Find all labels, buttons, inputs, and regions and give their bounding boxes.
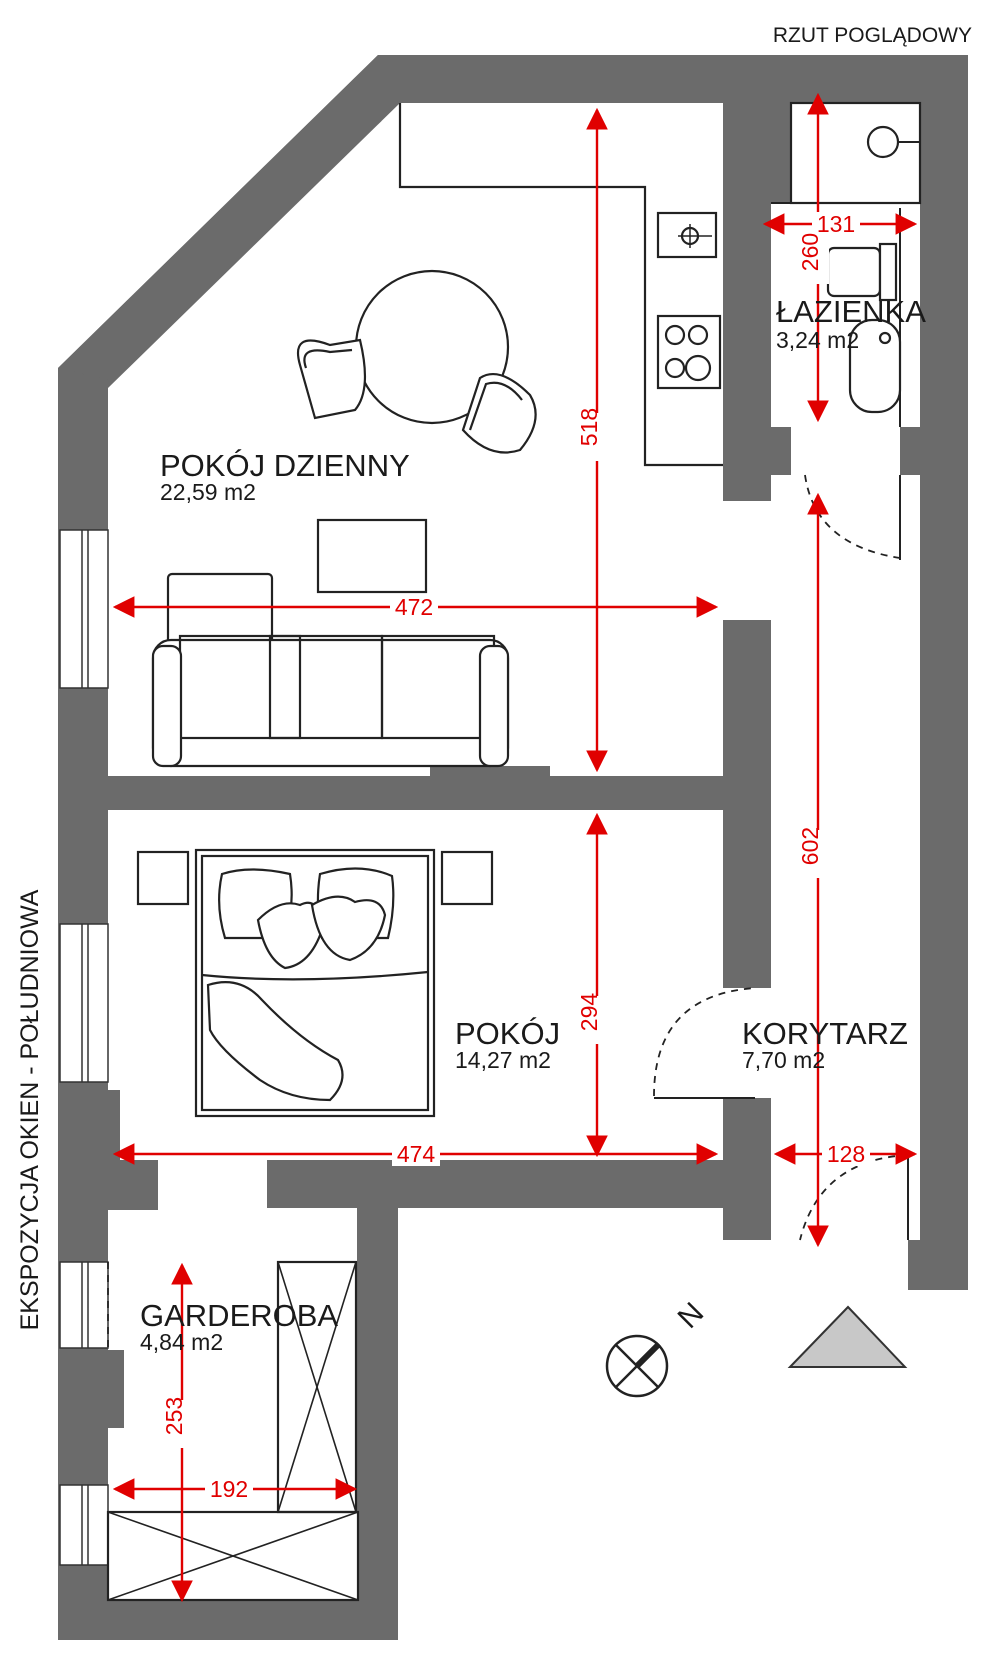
dim-wardrobe-width: 192 xyxy=(210,1476,248,1502)
chair-right xyxy=(461,373,537,454)
shower-drain-icon xyxy=(866,125,900,159)
bathroom-name: ŁAZIENKA xyxy=(776,294,926,329)
dim-bath-width: 131 xyxy=(817,211,855,237)
north-label: N xyxy=(672,1296,711,1335)
dim-bedroom-height: 294 xyxy=(576,993,602,1032)
living-right-wall-top xyxy=(723,103,771,501)
living-room-name: POKÓJ DZIENNY xyxy=(160,448,410,483)
washbasin-icon xyxy=(848,318,902,414)
door-bathroom xyxy=(804,474,901,560)
living-bedroom-wall xyxy=(108,776,723,810)
sink-icon xyxy=(656,211,718,259)
plan-title: RZUT POGLĄDOWY xyxy=(773,24,972,47)
corridor-name: KORYTARZ xyxy=(742,1016,908,1051)
bed xyxy=(194,848,436,1118)
coffee-table xyxy=(316,518,428,594)
toilet-icon xyxy=(826,242,898,302)
living-room-area: 22,59 m2 xyxy=(160,479,256,505)
bedroom-bottom-left-wall xyxy=(108,1160,158,1210)
windows xyxy=(59,529,109,1566)
kitchen-counter xyxy=(398,103,723,467)
bedroom-area: 14,27 m2 xyxy=(455,1047,551,1073)
dim-corridor-length: 602 xyxy=(797,827,823,865)
bath-left-wall-lower xyxy=(771,427,791,475)
dim-living-width: 472 xyxy=(395,594,433,620)
wardrobe-bottom-wall xyxy=(58,1600,398,1640)
entrance-marker xyxy=(787,1305,908,1368)
bathroom-area: 3,24 m2 xyxy=(776,327,859,353)
living-right-wall-mid xyxy=(723,620,771,810)
window-wardrobe-top xyxy=(59,1261,109,1349)
dining-set xyxy=(296,269,537,454)
corridor-left-stub xyxy=(723,1098,771,1240)
door-entrance xyxy=(799,1154,909,1241)
nightstand-left xyxy=(136,850,190,906)
corridor-area: 7,70 m2 xyxy=(742,1047,825,1073)
window-bedroom xyxy=(59,923,109,1083)
nightstand-right xyxy=(440,850,494,906)
bath-left-wall-upper xyxy=(771,55,791,203)
dim-bedroom-width: 474 xyxy=(397,1141,436,1167)
room-labels: POKÓJ DZIENNY 22,59 m2 ŁAZIENKA 3,24 m2 … xyxy=(140,294,926,1355)
dim-bath-height: 260 xyxy=(797,233,823,271)
door-bedroom xyxy=(653,987,756,1099)
exposure-label: EKSPOZYCJA OKIEN - POŁUDNIOWA xyxy=(16,889,44,1330)
top-wall xyxy=(58,55,968,388)
wardrobe-area: 4,84 m2 xyxy=(140,1329,223,1355)
wardrobe-nub xyxy=(108,1350,124,1428)
dim-corridor-width: 128 xyxy=(827,1141,865,1167)
wardrobe-right-wall xyxy=(357,1208,398,1640)
corridor-right-stub xyxy=(908,1240,968,1290)
sofa xyxy=(151,572,510,768)
walls xyxy=(58,55,968,1640)
bedroom-bottom-wall xyxy=(267,1160,723,1208)
right-wall xyxy=(920,55,968,1290)
chair-left xyxy=(296,338,367,420)
bedroom-name: POKÓJ xyxy=(455,1016,560,1051)
bathroom-fixtures xyxy=(771,101,922,427)
compass-icon: N xyxy=(605,1296,711,1398)
window-living xyxy=(59,529,109,689)
cooktop-icon xyxy=(656,314,722,390)
bath-right-wall-lower xyxy=(900,427,920,475)
dimension-labels: 518 472 131 260 602 294 474 128 253 192 xyxy=(161,211,870,1502)
wardrobe-name: GARDEROBA xyxy=(140,1298,338,1333)
wardrobe-closets xyxy=(106,1260,360,1602)
bedroom-left-nub xyxy=(108,1090,120,1160)
dim-living-height: 518 xyxy=(576,408,602,446)
window-wardrobe-bottom xyxy=(59,1484,109,1566)
dim-wardrobe-height: 253 xyxy=(161,1397,187,1435)
partition-tab xyxy=(430,766,550,780)
doors xyxy=(653,474,909,1241)
bedroom-right-wall-top xyxy=(723,810,771,988)
